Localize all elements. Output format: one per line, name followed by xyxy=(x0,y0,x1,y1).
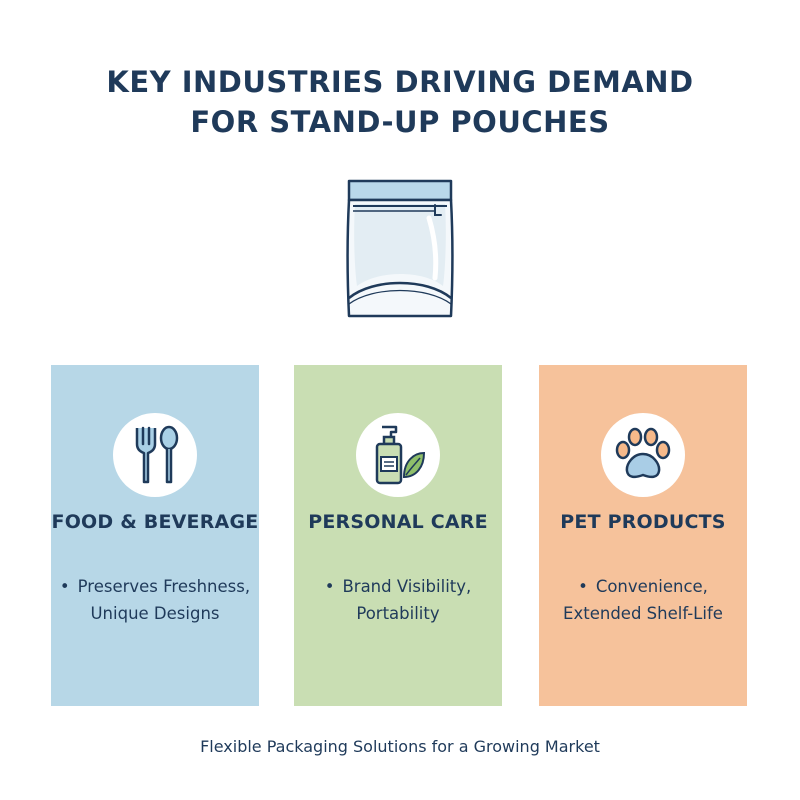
card-food-beverage: FOOD & BEVERAGE • Preserves Freshness, Un… xyxy=(51,365,259,706)
card-description: • Preserves Freshness, Unique Designs xyxy=(51,573,259,627)
fork-spoon-icon xyxy=(135,425,179,484)
description-line-1: Brand Visibility, xyxy=(342,577,472,596)
title-line-2: FOR STAND-UP POUCHES xyxy=(190,105,610,139)
card-title: PET PRODUCTS xyxy=(560,511,726,533)
bullet: • xyxy=(578,577,588,596)
card-description: • Convenience, Extended Shelf-Life xyxy=(539,573,747,627)
bullet: • xyxy=(59,577,70,596)
description-line-1: Convenience, xyxy=(595,577,708,596)
card-title: FOOD & BEVERAGE xyxy=(51,511,259,533)
bullet: • xyxy=(324,577,335,596)
title-line-1: KEY INDUSTRIES DRIVING DEMAND xyxy=(106,65,694,99)
icon-circle xyxy=(356,413,440,497)
footer-tagline: Flexible Packaging Solutions for a Growi… xyxy=(200,737,600,756)
description-line-2: Unique Designs xyxy=(90,604,220,623)
lotion-bottle-leaf-icon xyxy=(375,425,426,485)
stand-up-pouch-icon xyxy=(346,179,454,318)
description-line-2: Portability xyxy=(356,604,440,623)
card-description: • Brand Visibility, Portability xyxy=(294,573,502,627)
card-title: PERSONAL CARE xyxy=(308,511,488,533)
description-line-1: Preserves Freshness, xyxy=(77,577,251,596)
paw-print-icon xyxy=(615,427,671,479)
page-title: KEY INDUSTRIES DRIVING DEMAND FOR STAND-… xyxy=(0,62,800,142)
description-line-2: Extended Shelf-Life xyxy=(563,604,723,623)
card-personal-care: PERSONAL CARE • Brand Visibility, Portabi… xyxy=(294,365,502,706)
icon-circle xyxy=(113,413,197,497)
card-pet-products: PET PRODUCTS • Convenience, Extended Shel… xyxy=(539,365,747,706)
icon-circle xyxy=(601,413,685,497)
